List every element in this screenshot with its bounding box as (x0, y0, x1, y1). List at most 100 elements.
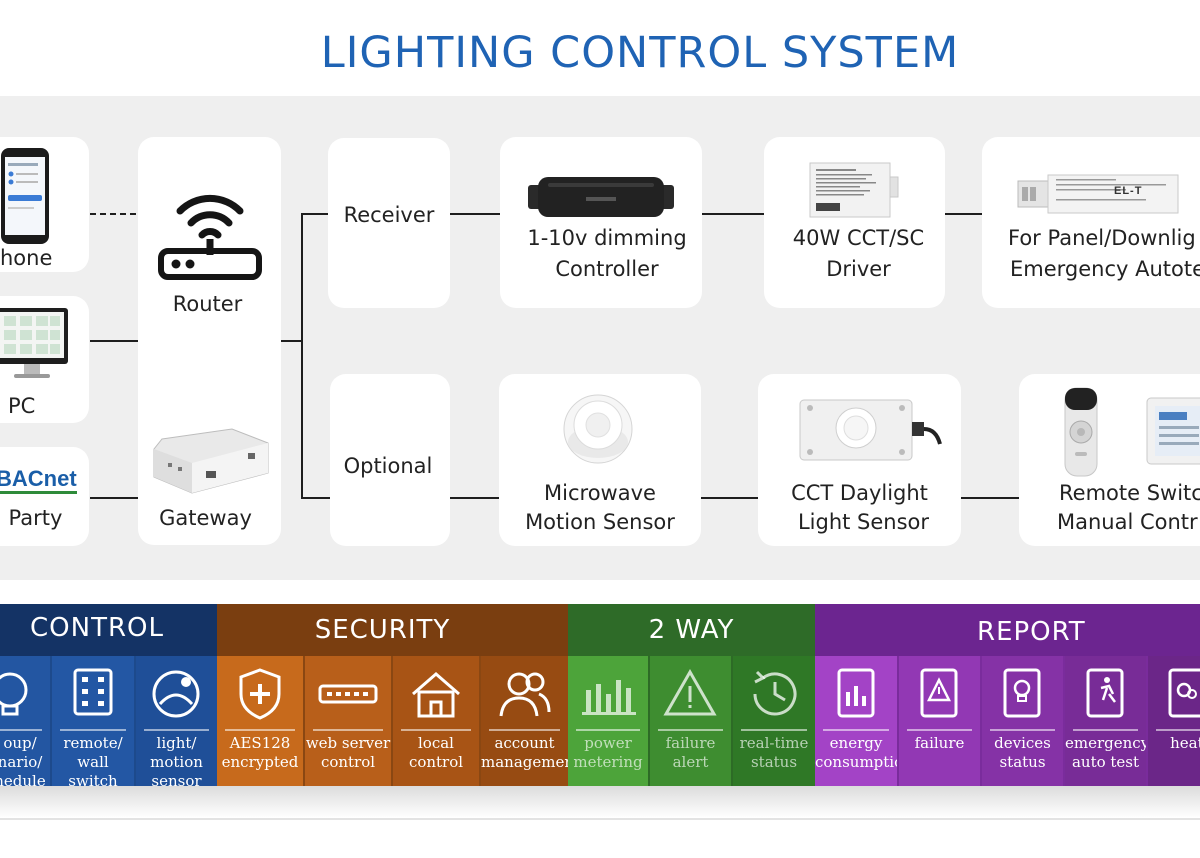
exit-doc-icon (1086, 668, 1124, 718)
feature-label-emergency: emergency auto test (1065, 734, 1146, 771)
feature-label-local: local control (408, 734, 464, 771)
control-header: CONTROL (0, 604, 217, 656)
feature-label-power: power metering (573, 734, 643, 771)
phone-card[interactable]: hone (0, 137, 89, 272)
remote-label-line2: Manual Contr (1057, 510, 1198, 534)
cct-label-line2: Light Sensor (797, 510, 930, 534)
router-card[interactable]: Router Gateway (138, 137, 281, 545)
feature-band: CONTROL oup/ nario/ hedule remote/ wall … (0, 604, 1200, 790)
feature-tile-emergency[interactable]: emergency auto test (1065, 656, 1146, 786)
feature-label-heatmap: heatm (1170, 734, 1200, 752)
sensor-icon (152, 670, 200, 718)
connector-pc-router (90, 340, 138, 342)
warning-icon (663, 668, 717, 716)
feature-tile-realtime[interactable]: real-time status (733, 656, 815, 786)
remote-control-icon (1064, 387, 1098, 477)
page-title: LIGHTING CONTROL SYSTEM (320, 28, 960, 78)
emergency-driver-card[interactable]: EL-T For Panel/Downlig Emergency Autote (982, 137, 1200, 308)
monitor-icon (0, 308, 68, 378)
pc-label: PC (8, 394, 36, 418)
driver-card[interactable]: 40W CCT/SC Driver (764, 137, 945, 308)
web-server-icon (318, 684, 378, 704)
dimming-controller-card[interactable]: 1-10v dimming Controller (500, 137, 702, 308)
feature-label-energy: energy consumption (815, 734, 897, 771)
tile-divider (576, 729, 640, 731)
feature-label-webserver: web server control (305, 734, 391, 771)
warning-doc-icon (920, 668, 958, 718)
remote-label-line1: Remote Switc (1059, 481, 1200, 505)
led-driver-icon (809, 162, 899, 218)
users-icon (499, 672, 551, 717)
driver-label-line1: 40W CCT/SC (792, 226, 925, 250)
feature-label-failure: failure (914, 734, 965, 752)
two-way-section: 2 WAY power metering failure alert real-… (568, 604, 815, 786)
feature-tile-devices[interactable]: devices status (982, 656, 1063, 786)
feature-label-account: account management (481, 734, 568, 771)
feature-tile-local[interactable]: local control (393, 656, 479, 786)
feature-tile-scene[interactable]: oup/ nario/ hedule (0, 656, 50, 786)
connector-optional-microwave (450, 497, 499, 499)
feature-label-scene: oup/ nario/ hedule (0, 734, 46, 786)
feature-tile-aes[interactable]: AES128 encrypted (217, 656, 303, 786)
microwave-label-line2: Motion Sensor (525, 510, 675, 534)
connector-microwave-cct (701, 497, 758, 499)
gateway-device-icon (153, 428, 269, 494)
receiver-label: Receiver (343, 203, 435, 227)
driver-brand-label: EL-T (1114, 185, 1143, 197)
connector-bus-optional (301, 497, 330, 499)
smartphone-icon (1, 148, 49, 244)
tile-divider (489, 729, 560, 731)
wifi-router-icon (158, 194, 262, 280)
daylight-sensor-icon (799, 399, 942, 461)
feature-tile-remote[interactable]: remote/ wall switch (52, 656, 134, 786)
feature-label-devices: devices status (994, 734, 1051, 771)
gateway-label: Gateway (159, 506, 252, 530)
tile-divider (225, 729, 295, 731)
heatmap-doc-icon (1168, 668, 1200, 718)
house-icon (412, 672, 460, 718)
tile-divider (1073, 729, 1138, 731)
remote-switch-card[interactable]: Remote Switc Manual Contr (1019, 374, 1200, 546)
emergency-driver-icon (1017, 174, 1179, 214)
feature-tile-webserver[interactable]: web server control (305, 656, 391, 786)
feature-label-realtime: real-time status (739, 734, 809, 771)
connector-cct-remote (961, 497, 1019, 499)
tile-divider (741, 729, 807, 731)
dimming-controller-icon (528, 177, 674, 217)
feature-tile-failure-alert[interactable]: failure alert (650, 656, 731, 786)
receiver-card[interactable]: Receiver (328, 138, 450, 308)
clock-refresh-icon (753, 670, 797, 716)
feature-label-sensor: light/ motion sensor (150, 734, 203, 786)
optional-card[interactable]: Optional (330, 374, 450, 546)
chart-doc-icon (837, 668, 875, 718)
microwave-sensor-card[interactable]: Microwave Motion Sensor (499, 374, 701, 546)
tile-divider (907, 729, 972, 731)
third-party-card[interactable]: BACnet l Party (0, 447, 89, 546)
bacnet-logo: BACnet (0, 467, 77, 494)
tile-divider (313, 729, 383, 731)
tile-divider (658, 729, 723, 731)
emergency-label-line1: For Panel/Downlig (1008, 226, 1196, 250)
cct-label-line1: CCT Daylight (791, 481, 928, 505)
connector-router-bus (281, 340, 303, 342)
feature-tile-power[interactable]: power metering (568, 656, 648, 786)
pc-card[interactable]: PC (0, 296, 89, 423)
feature-tile-energy[interactable]: energy consumption (815, 656, 897, 786)
control-section: CONTROL oup/ nario/ hedule remote/ wall … (0, 604, 217, 786)
bulb-icon (0, 672, 28, 716)
feature-label-remote: remote/ wall switch (63, 734, 123, 786)
cct-sensor-card[interactable]: CCT Daylight Light Sensor (758, 374, 961, 546)
band-shadow (0, 786, 1200, 818)
feature-tile-failure[interactable]: failure (899, 656, 980, 786)
report-header: REPORT (815, 604, 1200, 656)
tile-divider (823, 729, 889, 731)
report-section: REPORT energy consumption failure device… (815, 604, 1200, 786)
feature-tile-sensor[interactable]: light/ motion sensor (136, 656, 217, 786)
phone-label: hone (0, 246, 53, 270)
router-label: Router (172, 292, 243, 316)
two-way-header: 2 WAY (568, 604, 815, 656)
tile-divider (401, 729, 471, 731)
feature-tile-heatmap[interactable]: heatm (1148, 656, 1200, 786)
bar-chart-icon (582, 680, 636, 715)
feature-tile-account[interactable]: account management (481, 656, 568, 786)
